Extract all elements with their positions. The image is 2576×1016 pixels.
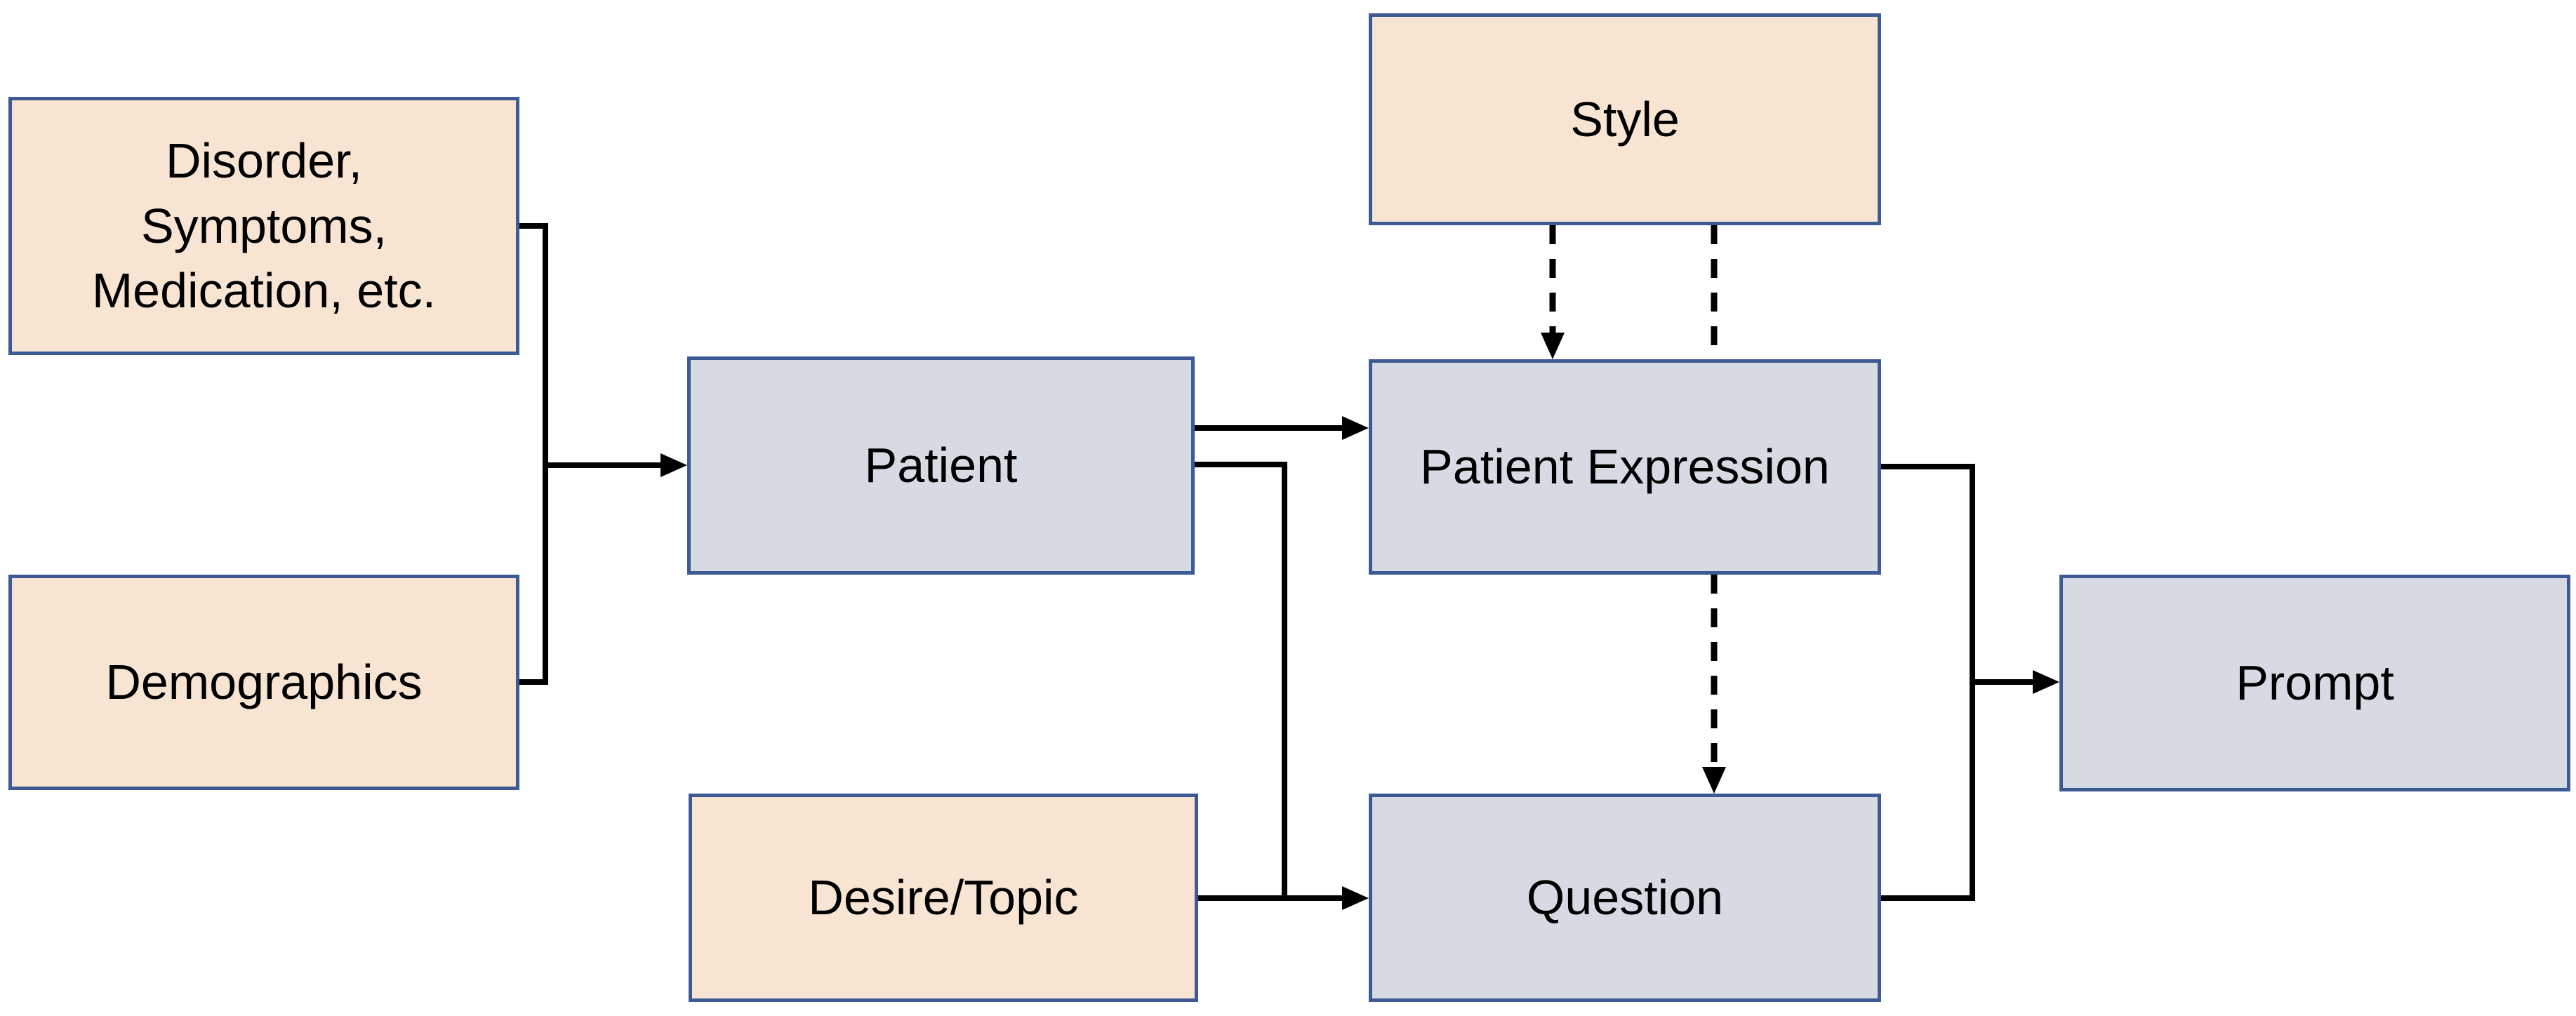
node-patient-expression: Patient Expression (1369, 359, 1881, 575)
arrowhead-into-question (1342, 886, 1369, 910)
arrowhead-dashed-into-patient-expression (1541, 333, 1565, 359)
edge-patient-to-question-elbow (1195, 462, 1287, 898)
edge-disorder-demographics-bus (519, 223, 548, 685)
arrowhead-into-patient (660, 453, 687, 477)
node-desire-topic: Desire/Topic (689, 794, 1198, 1002)
node-style: Style (1369, 13, 1881, 225)
node-demographics-label: Demographics (105, 655, 423, 710)
node-desire-topic-label: Desire/Topic (808, 870, 1079, 925)
node-disorder-symptoms-medication-label: Disorder, Symptoms, Medication, etc. (91, 133, 437, 319)
arrowhead-into-patient-expression (1342, 416, 1369, 440)
node-style-label: Style (1570, 91, 1680, 147)
node-demographics: Demographics (8, 575, 519, 790)
node-disorder-symptoms-medication: Disorder, Symptoms, Medication, etc. (8, 97, 519, 355)
arrowhead-into-prompt (2033, 670, 2059, 694)
node-patient-label: Patient (864, 438, 1018, 493)
node-question: Question (1369, 794, 1881, 1002)
node-patient: Patient (687, 356, 1195, 575)
node-prompt: Prompt (2059, 575, 2570, 791)
node-question-label: Question (1526, 870, 1724, 925)
node-prompt-label: Prompt (2236, 655, 2394, 711)
node-patient-expression-label: Patient Expression (1420, 439, 1830, 495)
edge-expression-question-bus (1881, 464, 1975, 901)
arrowhead-dashed-into-question (1702, 767, 1726, 794)
